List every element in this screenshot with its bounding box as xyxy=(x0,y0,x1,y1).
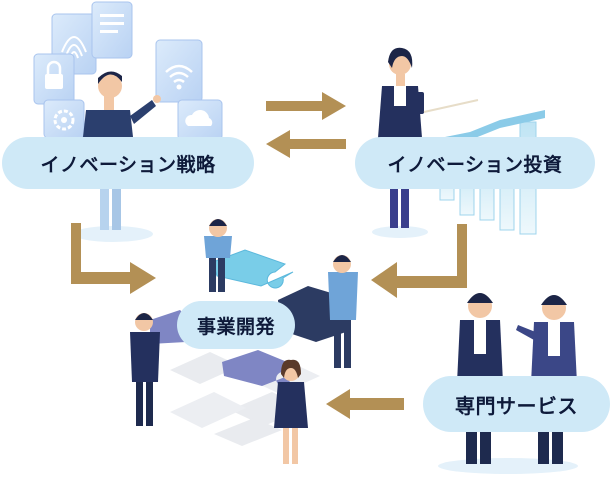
arrow-strategy-to-investment xyxy=(266,92,346,120)
node-innovation-investment: イノベーション投資 xyxy=(355,137,595,189)
document-icon xyxy=(91,1,133,59)
team-figures xyxy=(130,219,358,464)
cloud-icon xyxy=(177,99,223,141)
lock-icon xyxy=(33,53,75,105)
gear-icon xyxy=(43,99,85,139)
node-innovation-strategy: イノベーション戦略 xyxy=(2,137,254,189)
wifi-icon xyxy=(155,39,203,103)
arrow-investment-to-strategy xyxy=(266,130,346,158)
arrow-strategy-to-business xyxy=(71,223,156,294)
node-specialized-services: 専門サービス xyxy=(423,376,610,432)
arrow-service-to-business xyxy=(326,389,404,419)
arrow-investment-to-business xyxy=(371,224,467,298)
presenter-figure xyxy=(372,47,479,238)
pointer-icon xyxy=(153,95,161,103)
node-business-development: 事業開発 xyxy=(177,301,295,349)
tech-panels xyxy=(33,1,223,141)
arrows xyxy=(71,92,467,419)
